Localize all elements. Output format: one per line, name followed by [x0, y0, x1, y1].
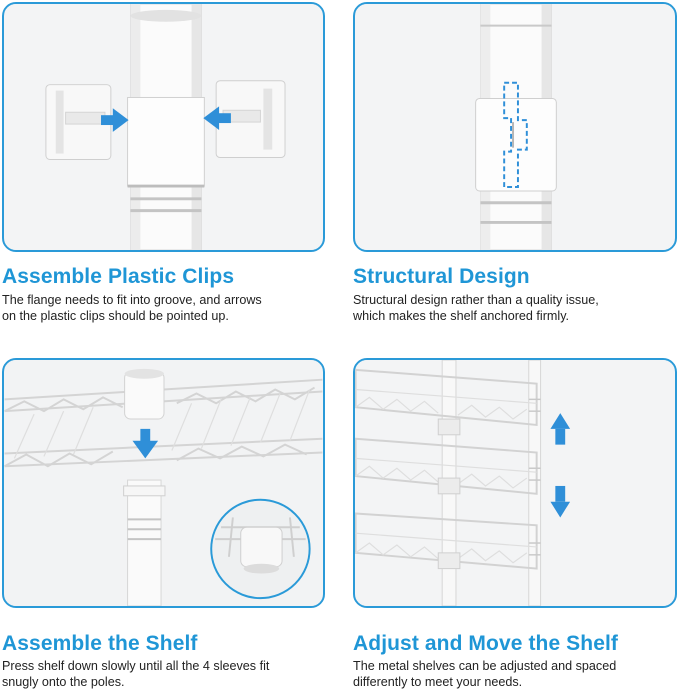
desc-structural-design: Structural design rather than a quality … — [353, 292, 679, 324]
detail-inset — [210, 498, 311, 600]
heading-adjust-shelf: Adjust and Move the Shelf — [353, 632, 619, 655]
shelf-illustration — [4, 360, 323, 606]
desc-line: The flange needs to fit into groove, and… — [2, 293, 262, 307]
desc-line: The metal shelves can be adjusted and sp… — [353, 659, 617, 673]
arrow-down-icon — [550, 485, 571, 518]
arrow-up-icon — [550, 413, 571, 445]
desc-assemble-shelf: Press shelf down slowly until all the 4 … — [2, 658, 332, 690]
heading-assemble-shelf: Assemble the Shelf — [2, 632, 198, 655]
heading-assemble-clips: Assemble Plastic Clips — [2, 265, 235, 288]
desc-line: Press shelf down slowly until all the 4 … — [2, 659, 270, 673]
adjust-illustration — [355, 360, 675, 606]
panel-adjust-shelf — [353, 358, 677, 608]
right-clip — [215, 80, 286, 158]
desc-adjust-shelf: The metal shelves can be adjusted and sp… — [353, 658, 679, 690]
heading-structural-design: Structural Design — [353, 265, 530, 288]
panel-structural-design — [353, 2, 677, 252]
clips-illustration — [4, 4, 323, 250]
arrow-down-icon — [132, 428, 159, 459]
desc-line: on the plastic clips should be pointed u… — [2, 309, 229, 323]
desc-line: differently to meet your needs. — [353, 675, 523, 689]
desc-assemble-clips: The flange needs to fit into groove, and… — [2, 292, 332, 324]
panel-assemble-clips — [2, 2, 325, 252]
arrow-left-icon — [203, 106, 231, 130]
desc-line: which makes the shelf anchored firmly. — [353, 309, 570, 323]
structural-illustration — [355, 4, 675, 250]
desc-line: snugly onto the poles. — [2, 675, 125, 689]
arrow-right-icon — [101, 108, 129, 132]
desc-line: Structural design rather than a quality … — [353, 293, 599, 307]
panel-assemble-shelf — [2, 358, 325, 608]
